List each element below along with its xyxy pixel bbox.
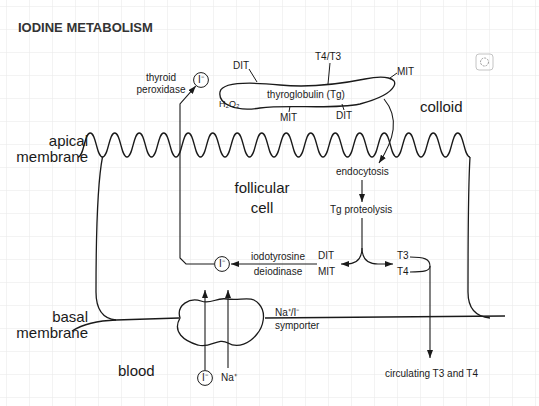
shape-outline [468, 157, 490, 318]
enzyme-label: thyroid peroxidase [132, 72, 190, 96]
process-label: endocytosis [336, 166, 389, 178]
iodotyrosine-arrow [341, 218, 362, 264]
residue-label: DIT [318, 250, 334, 262]
enzyme-label: iodotyrosine deiodinase [244, 249, 312, 279]
diagram-title: IODINE METABOLISM [18, 20, 153, 36]
circle-outline [198, 371, 213, 386]
cell-label: follicular cell [230, 178, 294, 218]
residue-leader [390, 73, 397, 78]
symporter-protein: Na⁺/I⁻ symporter [172, 290, 268, 352]
protein-label: thyroglobulin (Tg) [214, 89, 398, 101]
iodide-circle: I⁻ [197, 370, 213, 386]
output-label: circulating T3 and T4 [385, 368, 478, 380]
residue-label: MIT [397, 66, 414, 78]
process-label: Tg proteolysis [330, 204, 392, 216]
membrane-label: basal membrane [8, 309, 88, 341]
residue-leader [249, 69, 257, 82]
hormone-bracket [410, 257, 430, 272]
shape-outline [177, 299, 263, 346]
circle-outline [215, 257, 230, 272]
thyroglobulin-blob: thyroglobulin (Tg) [214, 72, 398, 116]
follicular-cell: follicular cellI⁻ [80, 120, 480, 330]
residue-label: DIT [233, 60, 249, 72]
ion-label: I⁻ [193, 72, 209, 88]
membrane-label: apical membrane [8, 133, 88, 165]
residue-label: DIT [336, 110, 352, 122]
ion-label: Na⁺ [221, 372, 237, 384]
transporter-label: Na⁺/I⁻ symporter [275, 306, 329, 332]
region-label: colloid [420, 98, 463, 116]
follicular-cell-outline [80, 120, 480, 330]
residue-label: T4/T3 [315, 51, 341, 63]
deiodination-arrow [231, 263, 317, 264]
basal-membrane-line [72, 318, 179, 331]
residue-leader [342, 104, 344, 110]
residue-leader [328, 63, 330, 84]
image-icon-dot [481, 58, 489, 66]
hormone-arrow [362, 248, 393, 264]
endocytosis-arrow [379, 99, 393, 163]
shape-outline [96, 157, 116, 320]
residue-label: MIT [318, 266, 335, 278]
sodium-arrow [227, 290, 228, 368]
proteolysis-arrow [361, 180, 362, 202]
ion-label: I⁻ [214, 256, 230, 272]
symporter-protein-outline [172, 290, 268, 352]
iodide-circle: I⁻ [193, 72, 209, 88]
hormone-label: T4 [397, 266, 409, 278]
secretion-arrow [429, 266, 430, 358]
transport-arrow [180, 86, 214, 264]
molecule-label: H₂O₂ [219, 99, 240, 110]
ion-label: I⁻ [197, 370, 213, 386]
residue-label: MIT [280, 112, 297, 124]
hormone-label: T3 [397, 250, 409, 262]
apical-membrane-line [78, 133, 470, 157]
region-label: blood [118, 362, 155, 380]
basal-membrane-line [265, 316, 505, 318]
iodide-circle: I⁻ [214, 256, 230, 272]
image-icon [476, 54, 493, 70]
circle-outline [194, 73, 209, 88]
